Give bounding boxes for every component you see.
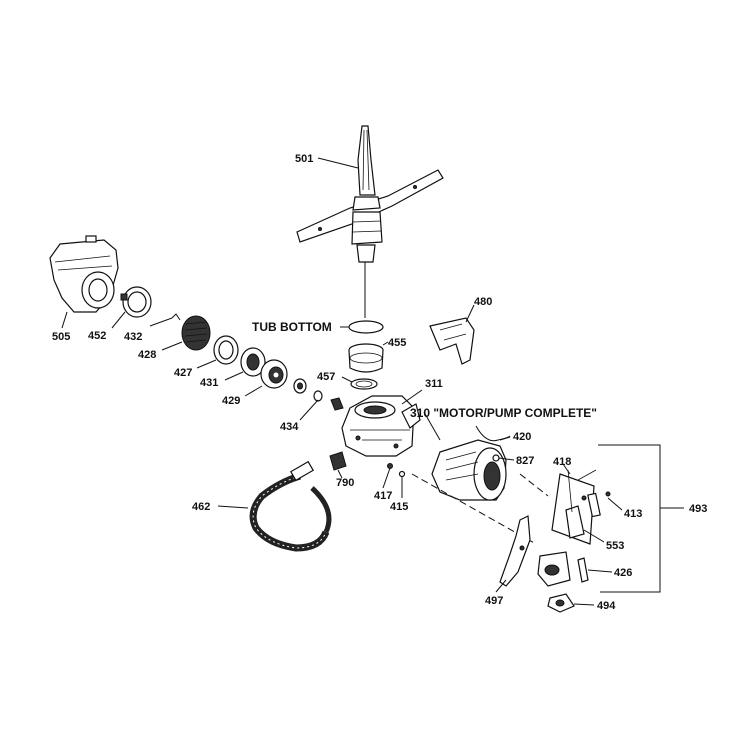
spring-428 — [171, 313, 211, 351]
clamp-790 — [329, 451, 347, 471]
bracket-497 — [499, 515, 571, 587]
seal-431 — [240, 347, 266, 377]
label-790: 790 — [336, 477, 354, 489]
label-429: 429 — [222, 395, 240, 407]
motor-310 — [431, 439, 507, 501]
label-494: 494 — [597, 600, 616, 612]
label-311: 311 — [425, 378, 443, 390]
label-493: 493 — [689, 503, 707, 515]
impeller-429 — [260, 359, 288, 389]
label-427: 427 — [174, 367, 192, 379]
label-tub-bottom: TUB BOTTOM — [252, 320, 332, 334]
clip-827 — [492, 454, 500, 462]
label-426: 426 — [614, 567, 632, 579]
fasteners-434 — [293, 378, 344, 411]
washer-415 — [398, 470, 406, 478]
label-457: 457 — [317, 371, 335, 383]
chute-480 — [429, 317, 475, 365]
label-310: 310 "MOTOR/PUMP COMPLETE" — [410, 406, 597, 420]
label-455: 455 — [388, 337, 406, 349]
ring-427 — [213, 335, 239, 365]
housing-505 — [49, 235, 119, 313]
bracket-group-493 — [551, 444, 684, 593]
clip-426 — [577, 557, 589, 583]
label-415: 415 — [390, 501, 408, 513]
screw-417 — [387, 463, 393, 469]
label-827: 827 — [516, 455, 534, 467]
pump-housing-311 — [341, 395, 421, 457]
grommet-455 — [348, 343, 384, 373]
label-553: 553 — [606, 540, 624, 552]
hose-462 — [249, 460, 332, 552]
label-413: 413 — [624, 508, 642, 520]
o-ring-tub-bottom — [348, 320, 384, 334]
label-431: 431 — [200, 377, 218, 389]
label-480: 480 — [474, 296, 492, 308]
label-462: 462 — [192, 501, 210, 513]
seal-457 — [350, 378, 378, 390]
clamp-452 — [120, 286, 152, 318]
label-452: 452 — [88, 330, 106, 342]
spray-arm-501 — [296, 125, 444, 263]
label-501: 501 — [295, 153, 313, 165]
label-505: 505 — [52, 331, 70, 343]
label-418: 418 — [553, 456, 571, 468]
label-420: 420 — [513, 431, 531, 443]
label-432: 432 — [124, 331, 142, 343]
label-497: 497 — [485, 595, 503, 607]
label-428: 428 — [138, 349, 156, 361]
label-434: 434 — [280, 421, 299, 433]
label-417: 417 — [374, 490, 392, 502]
